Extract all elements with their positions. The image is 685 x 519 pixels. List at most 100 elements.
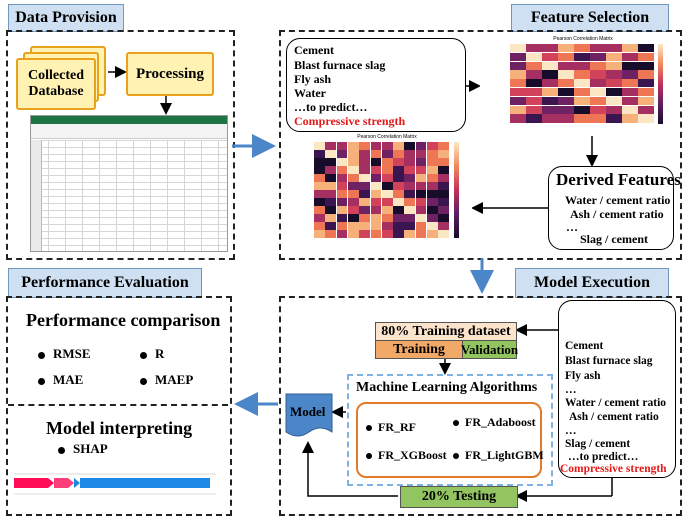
heatmap-cell <box>404 174 416 182</box>
heatmap-cell <box>393 214 404 222</box>
heatmap-cell <box>381 150 393 158</box>
heatmap-cell <box>638 52 654 62</box>
feature-1: Blast furnace slag <box>294 58 386 72</box>
heatmap-cell <box>381 166 393 174</box>
heatmap-cell <box>415 182 427 190</box>
heatmap-cell <box>638 105 654 114</box>
heatmap-cell <box>622 44 638 53</box>
heatmap-cell <box>622 79 638 88</box>
algo-fr-lightgbm-label: FR_LightGBM <box>465 448 544 462</box>
heatmap-cell <box>606 79 622 88</box>
heatmap-cell <box>314 214 325 222</box>
heatmap-cell <box>415 190 427 198</box>
heatmap-cell <box>347 142 359 150</box>
heatmap-cell <box>347 198 359 206</box>
heatmap-cell <box>638 70 654 79</box>
bullet-icon <box>140 351 147 359</box>
heatmap-cell <box>542 105 558 114</box>
heatmap-cell <box>359 222 370 230</box>
heatmap-cell <box>574 79 590 88</box>
heatmap-cell <box>347 230 359 238</box>
heatmap-cell <box>325 158 337 166</box>
heatmap-cell <box>347 150 359 158</box>
heatmap-cell <box>526 105 542 114</box>
heatmap-cell <box>404 142 416 150</box>
heatmap-cell <box>393 182 404 190</box>
model-inputs-box <box>558 300 676 478</box>
heatmap-cell <box>622 52 638 62</box>
heatmap-cell <box>393 142 404 150</box>
heatmap-cell <box>542 88 558 97</box>
heatmap-cell <box>558 96 574 106</box>
heatmap-cell <box>404 182 416 190</box>
heatmap-top: Pearson Correlation Matrix <box>480 36 672 136</box>
derived-features-title: Derived Features <box>556 170 681 189</box>
heatmap-cell <box>590 79 606 88</box>
heatmap-cell <box>510 79 526 88</box>
heatmap-cell <box>542 52 558 62</box>
feature-0: Cement <box>294 43 334 57</box>
heatmap-cell <box>510 96 526 106</box>
heatmap-cell <box>370 166 382 174</box>
ml-algorithms-title: Machine Learning Algorithms <box>356 380 538 395</box>
heatmap-cell <box>638 44 654 53</box>
heatmap-cell <box>393 222 404 230</box>
heatmap-cell <box>558 105 574 114</box>
heatmap-cell <box>404 206 416 214</box>
training-label: Training <box>393 341 445 357</box>
feature-target: Compressive strength <box>294 114 406 128</box>
heatmap-cell <box>325 142 337 150</box>
heatmap-cell <box>590 114 606 123</box>
model-interpreting-title: Model interpreting <box>46 418 193 438</box>
heatmap-cell <box>510 70 526 79</box>
heatmap-cell <box>622 61 638 70</box>
heatmap-cell <box>370 214 382 222</box>
heatmap-cell <box>347 222 359 230</box>
heatmap-cell <box>638 79 654 88</box>
heatmap-cell <box>359 190 370 198</box>
training-dataset-box: 80% Training dataset <box>375 322 517 342</box>
heatmap-cell <box>314 174 325 182</box>
heatmap-cell <box>347 174 359 182</box>
heatmap-cell <box>574 52 590 62</box>
heatmap-cell <box>347 158 359 166</box>
heatmap-cell <box>574 70 590 79</box>
heatmap-cell <box>393 150 404 158</box>
spreadsheet-grid <box>31 140 227 251</box>
heatmap-cell <box>415 174 427 182</box>
heatmap-cell <box>314 182 325 190</box>
metric-maep-label: MAEP <box>155 372 194 387</box>
heatmap-cell <box>427 158 438 166</box>
heatmap-cell <box>381 230 393 238</box>
metric-r: R <box>140 346 164 362</box>
heatmap-cell <box>510 105 526 114</box>
heatmap-cell <box>336 206 348 214</box>
heatmap-cell <box>638 114 654 123</box>
heatmap-cell <box>438 174 450 182</box>
spreadsheet-titlebar <box>31 116 227 124</box>
heatmap-cell <box>574 96 590 106</box>
heatmap-cell <box>347 206 359 214</box>
heatmap-top-title: Pearson Correlation Matrix <box>553 36 613 42</box>
metric-mae-label: MAE <box>53 372 84 387</box>
bullet-icon <box>366 425 372 432</box>
heatmap-cell <box>622 105 638 114</box>
heatmap-cell <box>336 214 348 222</box>
heatmap-cell <box>590 88 606 97</box>
heatmap-cell <box>590 61 606 70</box>
heatmap-cell <box>622 114 638 123</box>
metric-maep: MAEP <box>140 372 193 388</box>
input-5: Ash / cement ratio <box>569 411 659 423</box>
heatmap-cell <box>590 70 606 79</box>
heatmap-cell <box>427 174 438 182</box>
spreadsheet-row-headers <box>31 140 42 251</box>
training-dataset-label: 80% Training dataset <box>381 324 511 339</box>
heatmap-cell <box>438 230 450 238</box>
heatmap-cell <box>558 79 574 88</box>
heatmap-cell <box>510 52 526 62</box>
heatmap-cell <box>427 230 438 238</box>
heatmap-cell <box>590 44 606 53</box>
heatmap-cell <box>638 96 654 106</box>
header-data-provision: Data Provision <box>8 4 124 32</box>
heatmap-cell <box>359 150 370 158</box>
